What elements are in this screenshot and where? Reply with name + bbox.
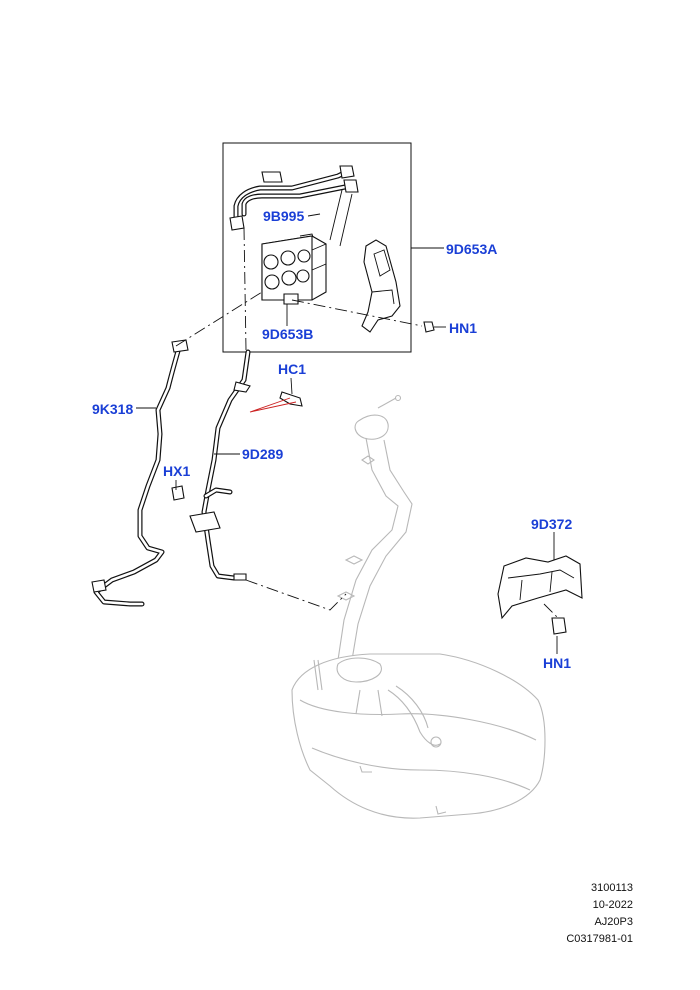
callout-hn1-bottom[interactable]: HN1 [543, 655, 572, 671]
drawing-id: C0317981-01 [566, 933, 633, 945]
callout-9k318[interactable]: 9K318 [92, 401, 134, 417]
illustration-number: 3100113 [590, 882, 633, 894]
assembly-lines [175, 227, 559, 619]
callout-9b995[interactable]: 9B995 [263, 208, 305, 224]
callout-9d653a[interactable]: 9D653A [446, 241, 498, 257]
fuel-tank-ghost [291, 653, 546, 819]
callout-9d653b[interactable]: 9D653B [262, 326, 314, 342]
leader-lines [136, 213, 558, 654]
callout-hc1[interactable]: HC1 [278, 361, 307, 377]
hose-9k318 [91, 339, 189, 607]
model-code: AJ20P3 [594, 916, 633, 928]
inset-frame [222, 142, 412, 353]
callout-hn1-top[interactable]: HN1 [449, 320, 478, 336]
bracket-9d372 [497, 555, 583, 620]
callout-9d289[interactable]: 9D289 [242, 446, 284, 462]
drawing-reference: 3100113 10-2022 AJ20P3 C0317981-01 [540, 880, 633, 948]
clip-hc1 [279, 391, 303, 407]
callout-hx1[interactable]: HX1 [163, 463, 191, 479]
revision-date: 10-2022 [592, 899, 633, 911]
nut-hn1-bottom [551, 617, 567, 635]
canister-pipes [229, 165, 359, 247]
callout-9d372[interactable]: 9D372 [531, 516, 573, 532]
evap-canister [261, 235, 327, 305]
clip-hx1 [171, 485, 185, 501]
nut-hn1-top [423, 321, 435, 333]
fuel-filler-neck-ghost [336, 394, 413, 661]
hose-9d289 [189, 349, 251, 581]
canister-bracket [361, 239, 401, 333]
